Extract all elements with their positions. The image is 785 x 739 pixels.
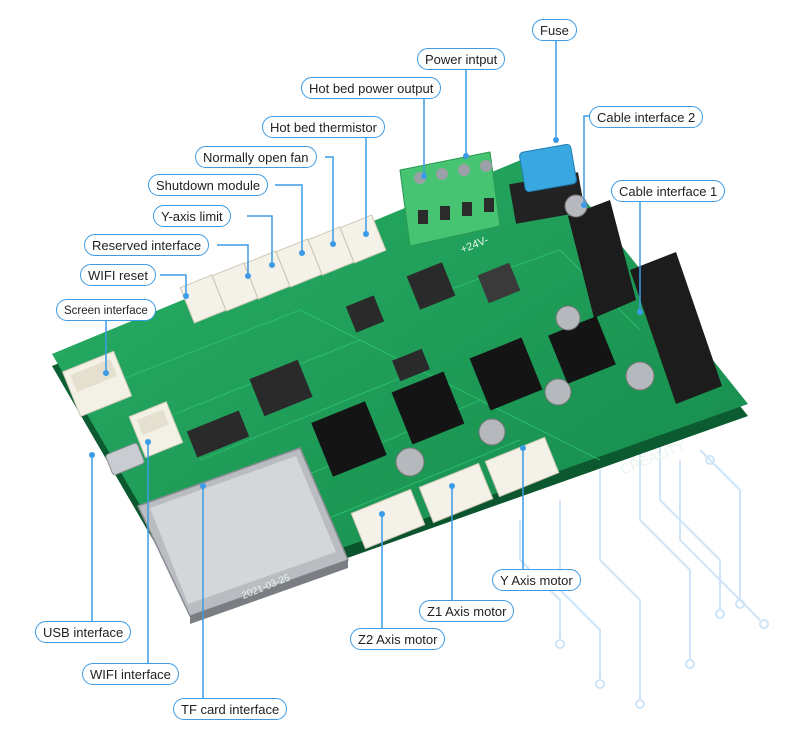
tf-card-slot: [136, 447, 350, 624]
label-z2-axis-motor: Z2 Axis motor: [350, 628, 446, 650]
leader-dots: [89, 137, 643, 517]
label-usb-interface: USB interface: [35, 621, 132, 643]
leader-shutdown-module: [275, 184, 303, 253]
label-tf-card-interface: TF card interface: [173, 698, 288, 720]
leader-cable-interface-2: [583, 115, 590, 205]
label-normally-open-fan: Normally open fan: [195, 146, 317, 168]
label-hot-bed-thermistor: Hot bed thermistor: [262, 116, 385, 138]
chips: [186, 262, 521, 458]
label-wifi-reset: WIFI reset: [80, 264, 156, 286]
label-cable-interface-2: Cable interface 2: [589, 106, 704, 128]
leader-normally-open-fan: [325, 156, 334, 244]
label-hot-bed-power-output: Hot bed power output: [301, 77, 442, 99]
motor-connectors: [350, 436, 560, 550]
leader-wifi-reset: [160, 274, 187, 296]
label-cable-interface-1: Cable interface 1: [611, 180, 726, 202]
label-y-axis-limit: Y-axis limit: [153, 205, 231, 227]
label-power-input: Power intput: [417, 48, 506, 70]
usb-port: [105, 442, 145, 476]
label-wifi-interface: WIFI interface: [82, 663, 179, 685]
label-reserved-interface: Reserved interface: [84, 234, 210, 256]
cable-header-2: [568, 200, 636, 318]
label-screen-interface: Screen interface: [56, 299, 156, 321]
label-shutdown-module: Shutdown module: [148, 174, 269, 196]
wifi-connector: [128, 401, 184, 459]
stepper-heatsinks: [311, 316, 616, 477]
label-y-axis-motor: Y Axis motor: [492, 569, 581, 591]
leader-y-axis-limit: [247, 215, 273, 265]
label-z1-axis-motor: Z1 Axis motor: [419, 600, 515, 622]
leader-reserved-interface: [217, 244, 249, 276]
label-fuse: Fuse: [532, 19, 577, 41]
capacitors: [395, 194, 655, 477]
cable-header-1: [630, 252, 722, 404]
pcb-traces: [119, 249, 641, 531]
